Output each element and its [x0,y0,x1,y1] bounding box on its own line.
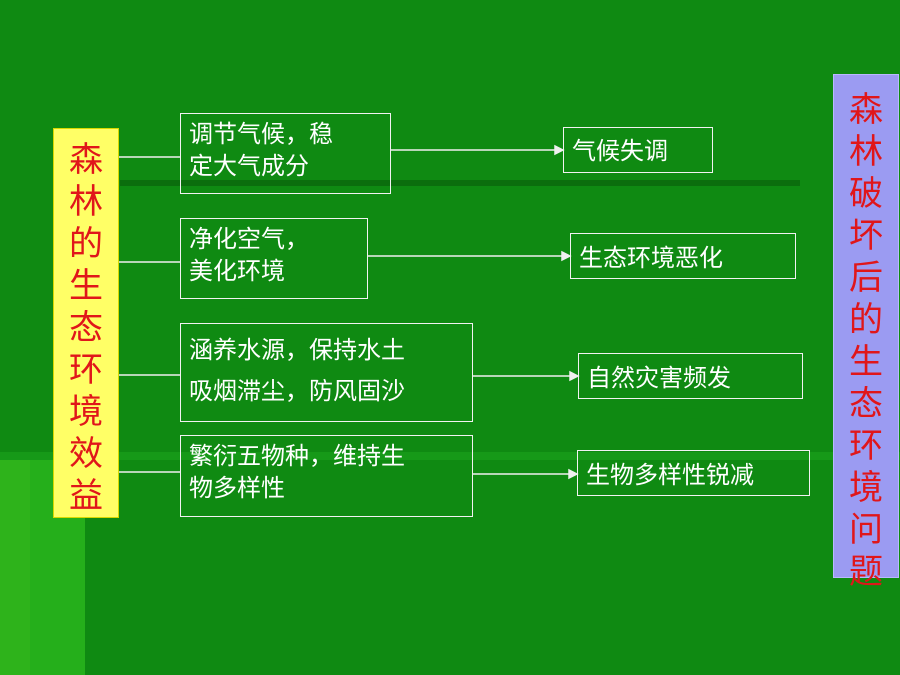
benefit-box-water-soil: 涵养水源，保持水土 吸烟滞尘，防风固沙 [180,323,473,422]
benefit-box-climate: 调节气候，稳 定大气成分 [180,113,391,194]
problem-box-biodiversity: 生物多样性锐减 [577,450,810,496]
problem-box-environment: 生态环境恶化 [570,233,796,279]
benefit-box-biodiversity: 繁衍五物种，维持生 物多样性 [180,435,473,517]
benefit-box-air: 净化空气， 美化环境 [180,218,368,299]
forest-problems-title: 森林破坏后的生态环境问题 [833,74,899,592]
arrowhead-1 [554,144,565,156]
arrowhead-3 [569,370,580,382]
forest-benefits-title: 森林的生态环境效益 [53,128,119,518]
background-band [0,460,30,675]
arrowhead-4 [568,468,579,480]
arrowhead-2 [561,250,572,262]
problem-box-climate: 气候失调 [563,127,713,173]
problem-box-disasters: 自然灾害频发 [578,353,803,399]
